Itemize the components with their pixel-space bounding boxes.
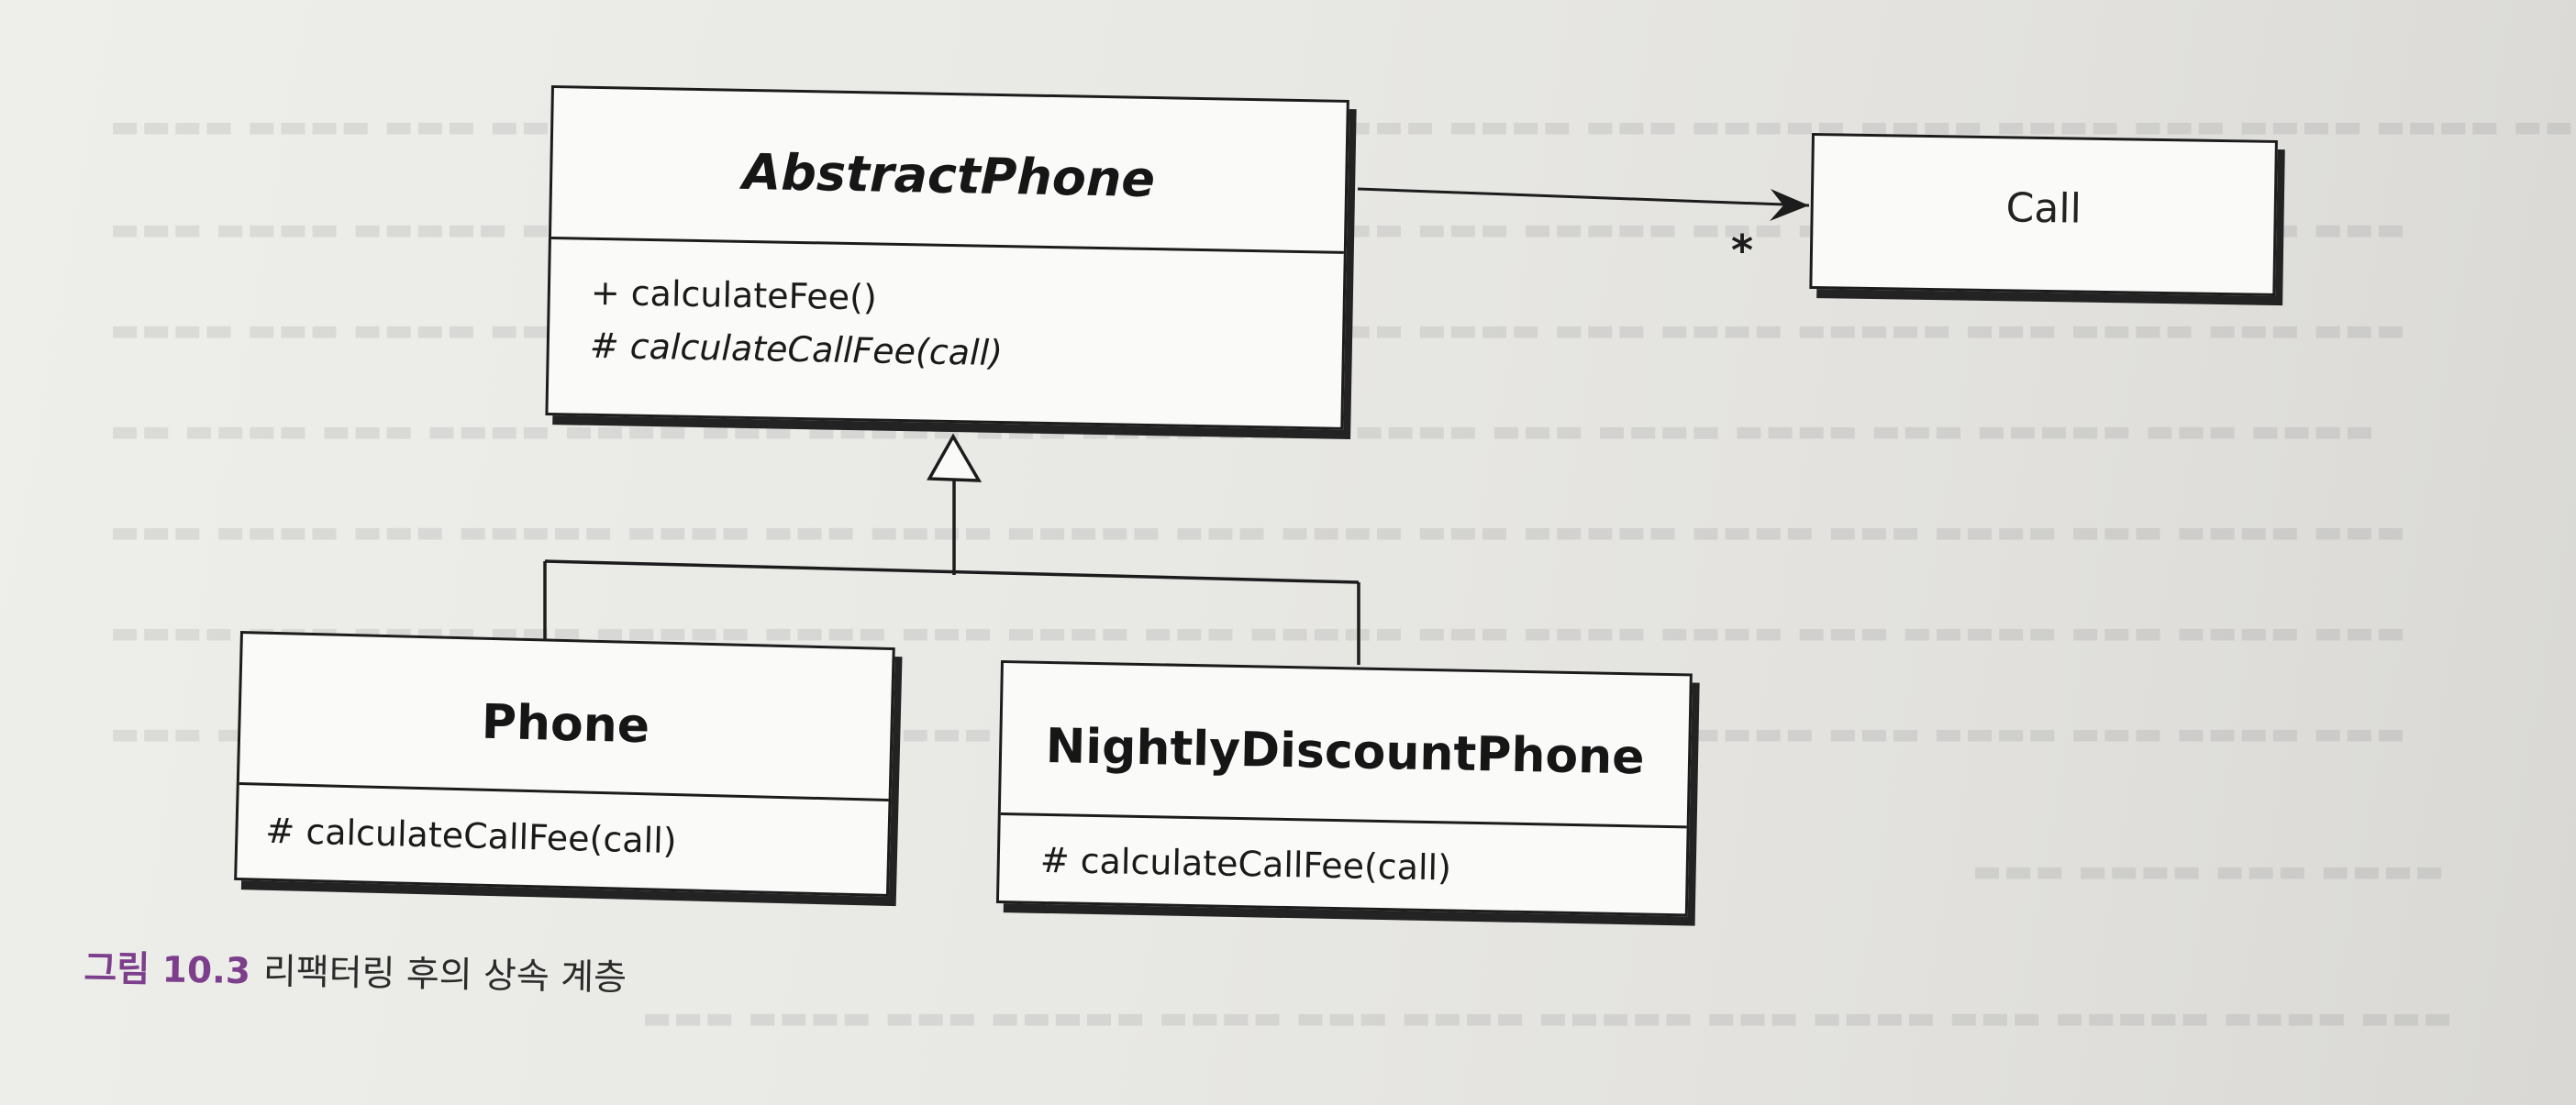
class-divider [239,782,889,801]
method-calculate-fee: + calculateFee() [590,271,878,318]
class-name-nightly-discount-phone: NightlyDiscountPhone [1045,718,1646,786]
method-calculate-call-fee: # calculateCallFee(call) [264,810,678,862]
association-arrowhead [1770,189,1809,221]
class-divider [1000,812,1687,829]
class-divider [550,237,1344,254]
bleed-through-text: ▬▬▬ ▬▬▬▬ ▬▬▬ ▬▬▬▬ [1972,853,2447,890]
method-calculate-call-fee: # calculateCallFee(call) [589,325,1004,374]
class-name-phone: Phone [481,694,650,755]
bleed-through-text: ▬▬▬ ▬▬▬▬ ▬▬▬ ▬▬▬▬▬ ▬▬▬▬ ▬▬▬ ▬▬▬▬ ▬▬▬▬▬ ▬… [642,1000,2455,1036]
class-phone: Phone # calculateCallFee(call) [234,631,895,897]
class-abstract-phone: AbstractPhone + calculateFee() # calcula… [545,85,1349,430]
class-name-call: Call [2005,184,2082,233]
figure-number: 그림 10.3 [83,947,251,993]
figure-caption-text: 리팩터링 후의 상속 계층 [262,951,627,1000]
bleed-through-text: ▬▬▬ ▬▬▬▬ ▬▬▬ ▬▬▬▬▬ ▬▬▬▬ ▬▬▬ ▬▬▬▬ ▬▬▬▬▬ ▬… [110,514,2408,550]
generalization-bus [544,559,1360,584]
association-line [1357,187,1810,207]
class-nightly-discount-phone: NightlyDiscountPhone # calculateCallFee(… [995,660,1693,917]
class-call: Call [1809,133,2278,296]
method-calculate-call-fee: # calculateCallFee(call) [1039,839,1452,889]
class-name-abstract-phone: AbstractPhone [741,142,1156,209]
multiplicity-label: * [1731,226,1754,275]
generalization-triangle [927,433,983,482]
